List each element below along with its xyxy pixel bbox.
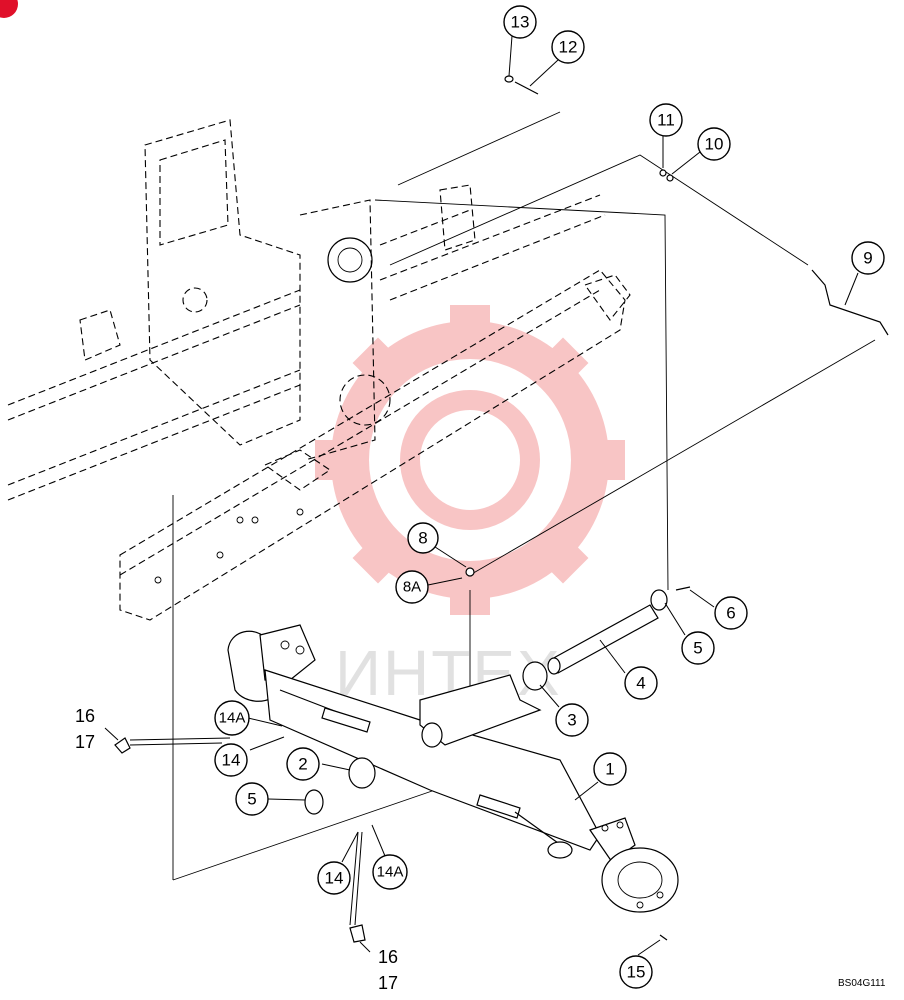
svg-text:9: 9: [863, 249, 872, 268]
svg-text:14: 14: [222, 751, 241, 770]
svg-text:5: 5: [247, 790, 256, 809]
axle-assembly: [227, 624, 679, 913]
callout-14a-upper: 14A: [214, 700, 250, 736]
grease-line-9: [811, 269, 889, 336]
svg-text:8: 8: [418, 529, 427, 548]
svg-text:6: 6: [726, 604, 735, 623]
ring-5-lower: [304, 789, 324, 815]
washer-10: [666, 174, 674, 182]
corner-mark: [0, 0, 18, 18]
drawing-code: BS04G111: [838, 978, 886, 989]
svg-text:14A: 14A: [377, 864, 404, 881]
callout-1: 1: [593, 752, 627, 786]
svg-text:8A: 8A: [403, 579, 421, 596]
callout-10: 10: [697, 127, 731, 161]
bolt-6: [675, 586, 691, 591]
svg-text:15: 15: [627, 963, 646, 982]
svg-text:1: 1: [605, 760, 614, 779]
callout-14a-lower: 14A: [372, 854, 408, 890]
svg-text:10: 10: [705, 135, 724, 154]
pivot-pin: [547, 604, 659, 675]
svg-text:2: 2: [298, 755, 307, 774]
elbow-16-upper: [114, 737, 131, 754]
callout-3: 3: [555, 703, 589, 737]
callout-4: 4: [624, 666, 658, 700]
callout-6: 6: [714, 596, 748, 630]
label-16-upper: 16: [75, 706, 95, 726]
washer-11: [659, 169, 667, 177]
callout-8: 8: [407, 522, 439, 554]
svg-text:3: 3: [567, 711, 576, 730]
nut-13: [504, 75, 514, 83]
frame-outline: [7, 119, 631, 621]
callout-12: 12: [551, 30, 585, 64]
callout-13: 13: [503, 5, 537, 39]
callout-2: 2: [286, 747, 320, 781]
callout-14-lower: 14: [317, 861, 351, 895]
assembly-boundary: [172, 111, 876, 881]
svg-text:13: 13: [511, 13, 530, 32]
callout-14-upper: 14: [214, 743, 248, 777]
elbow-16-lower: [349, 924, 366, 943]
watermark-gear-icon: [315, 305, 625, 615]
svg-text:4: 4: [636, 674, 645, 693]
thrust-washer-2: [348, 757, 376, 789]
callout-11: 11: [649, 103, 683, 137]
ring-5-upper: [650, 589, 668, 611]
svg-text:5: 5: [693, 639, 702, 658]
callout-8a: 8A: [395, 570, 429, 604]
bolt-15: [659, 934, 668, 941]
bolt-12: [514, 81, 539, 95]
callout-5-upper: 5: [681, 631, 715, 665]
svg-text:11: 11: [657, 111, 675, 130]
label-17-lower: 17: [378, 973, 398, 993]
fitting-8: [465, 567, 475, 577]
thrust-washer-3: [522, 661, 548, 691]
callout-5-lower: 5: [235, 782, 269, 816]
svg-text:14: 14: [325, 869, 344, 888]
callout-15: 15: [619, 955, 653, 989]
label-16-lower: 16: [378, 947, 398, 967]
callout-9: 9: [851, 241, 885, 275]
leader-lines: [104, 35, 859, 956]
svg-text:12: 12: [559, 38, 578, 57]
label-17-upper: 17: [75, 732, 95, 752]
svg-text:14A: 14A: [219, 710, 246, 727]
